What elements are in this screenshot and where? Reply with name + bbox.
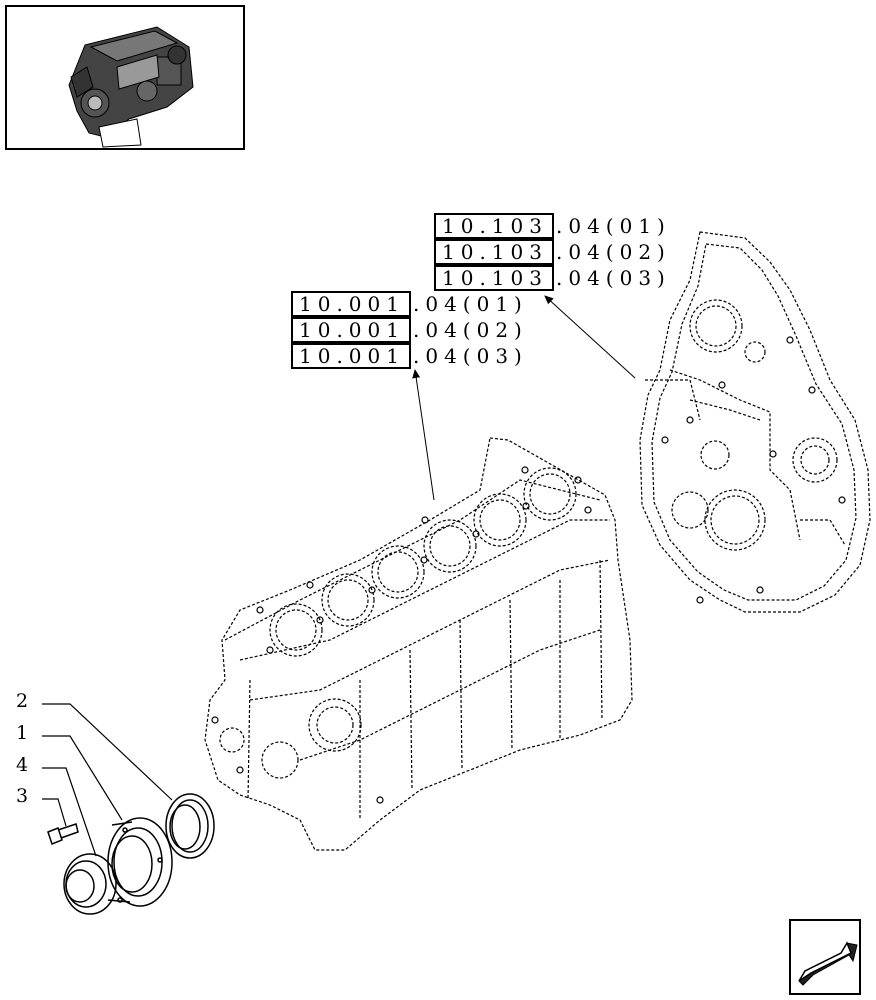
- reference-code: 10.001: [291, 317, 411, 343]
- reference-code: 10.103: [434, 239, 554, 265]
- reference-code: 10.103: [434, 213, 554, 239]
- reference-code: 10.001: [291, 343, 411, 369]
- callout-number: 1: [16, 722, 29, 744]
- callout-leaders: [42, 703, 173, 857]
- reference-code: 10.001: [291, 291, 411, 317]
- flywheel-housing: [639, 231, 871, 613]
- engine-thumbnail-icon: [68, 26, 194, 148]
- reference-link[interactable]: 10.103 .04(02): [434, 239, 671, 265]
- reference-suffix: .04(02): [412, 318, 528, 342]
- reference-link[interactable]: 10.103 .04(01): [434, 213, 671, 239]
- oil-seal: [63, 853, 117, 915]
- next-page-arrow-icon: [798, 941, 858, 986]
- callout-number: 4: [16, 754, 29, 776]
- reference-suffix: .04(03): [555, 266, 671, 290]
- reference-suffix: .04(03): [412, 344, 528, 368]
- bolt: [47, 823, 79, 845]
- seal-cover-flange: [107, 817, 173, 907]
- engine-block: [204, 437, 633, 851]
- reference-suffix: .04(01): [412, 292, 528, 316]
- reference-link[interactable]: 10.001 .04(03): [291, 343, 528, 369]
- reference-arrows: [412, 295, 636, 501]
- reference-code: 10.103: [434, 265, 554, 291]
- callout-number: 2: [16, 690, 29, 712]
- reference-link[interactable]: 10.001 .04(02): [291, 317, 528, 343]
- seal-ring: [165, 793, 215, 859]
- callout-number: 3: [16, 785, 29, 807]
- next-page-button[interactable]: [789, 919, 861, 995]
- reference-link[interactable]: 10.001 .04(01): [291, 291, 528, 317]
- engine-thumbnail: [5, 5, 245, 150]
- reference-link[interactable]: 10.103 .04(03): [434, 265, 671, 291]
- reference-suffix: .04(01): [555, 214, 671, 238]
- reference-suffix: .04(02): [555, 240, 671, 264]
